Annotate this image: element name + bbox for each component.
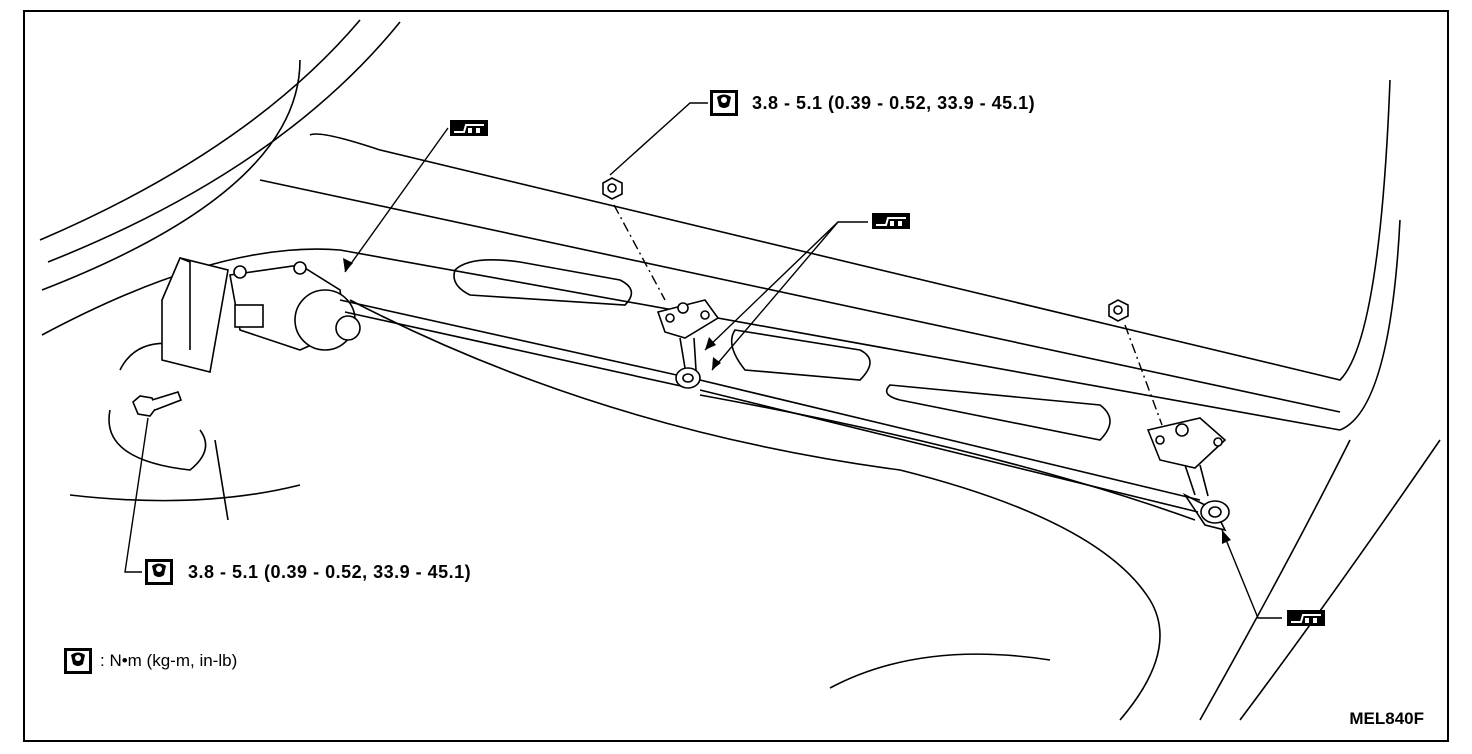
linkage-rods — [339, 299, 1227, 532]
grease-apply-icon — [449, 119, 489, 137]
figure-code: MEL840F — [1349, 709, 1424, 728]
wiper-motor — [161, 257, 361, 373]
center-pivot — [656, 299, 720, 389]
torque-spec-left: 3.8 - 5.1 (0.39 - 0.52, 33.9 - 45.1) — [188, 562, 472, 582]
torque-wrench-icon — [710, 90, 738, 116]
nut-right — [1108, 299, 1129, 322]
cowl-openings — [453, 258, 1111, 441]
diagram-border — [23, 10, 1449, 742]
grease-apply-icon — [871, 212, 911, 230]
right-pivot — [1146, 417, 1230, 524]
torque-wrench-icon — [145, 559, 173, 585]
legend-units: : N•m (kg-m, in-lb) — [100, 651, 238, 670]
leader-lines — [124, 102, 1282, 619]
leader-arrowheads — [343, 258, 1231, 544]
grease-apply-icon — [1286, 609, 1326, 627]
torque-wrench-icon — [64, 648, 92, 674]
nut-center — [602, 177, 623, 200]
vehicle-body-lines — [39, 19, 1441, 721]
bolt-left — [132, 391, 183, 417]
torque-spec-top: 3.8 - 5.1 (0.39 - 0.52, 33.9 - 45.1) — [752, 93, 1036, 113]
install-guide-lines — [613, 204, 1163, 426]
